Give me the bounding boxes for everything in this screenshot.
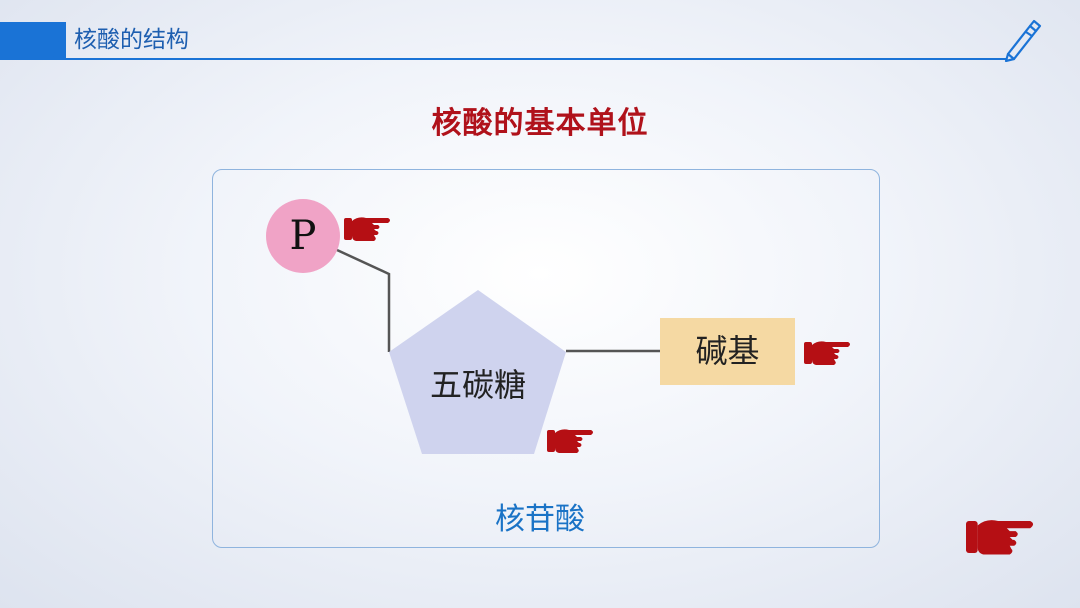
pointing-hand-icon (547, 429, 593, 453)
pentose-pentagon (389, 290, 566, 454)
phosphate-sugar-bond (336, 248, 391, 352)
header-divider (66, 58, 1006, 60)
pointing-hand-icon[interactable] (966, 515, 1036, 559)
nucleotide-caption: 核苷酸 (495, 502, 585, 537)
base-label: 碱基 (695, 332, 760, 370)
pentose-label: 五碳糖 (429, 366, 526, 404)
pen-icon (1004, 19, 1042, 62)
section-title: 核酸的结构 (74, 27, 189, 53)
base-box: 碱基 (660, 318, 795, 385)
phosphate-circle (266, 199, 340, 273)
pointing-hand-icon (804, 341, 850, 365)
slide-title: 核酸的基本单位 (431, 106, 649, 141)
header-accent-notch (52, 22, 66, 60)
phosphate-label: P (289, 213, 317, 259)
pointing-hand-icon (344, 217, 390, 241)
nucleotide-panel (212, 169, 880, 548)
